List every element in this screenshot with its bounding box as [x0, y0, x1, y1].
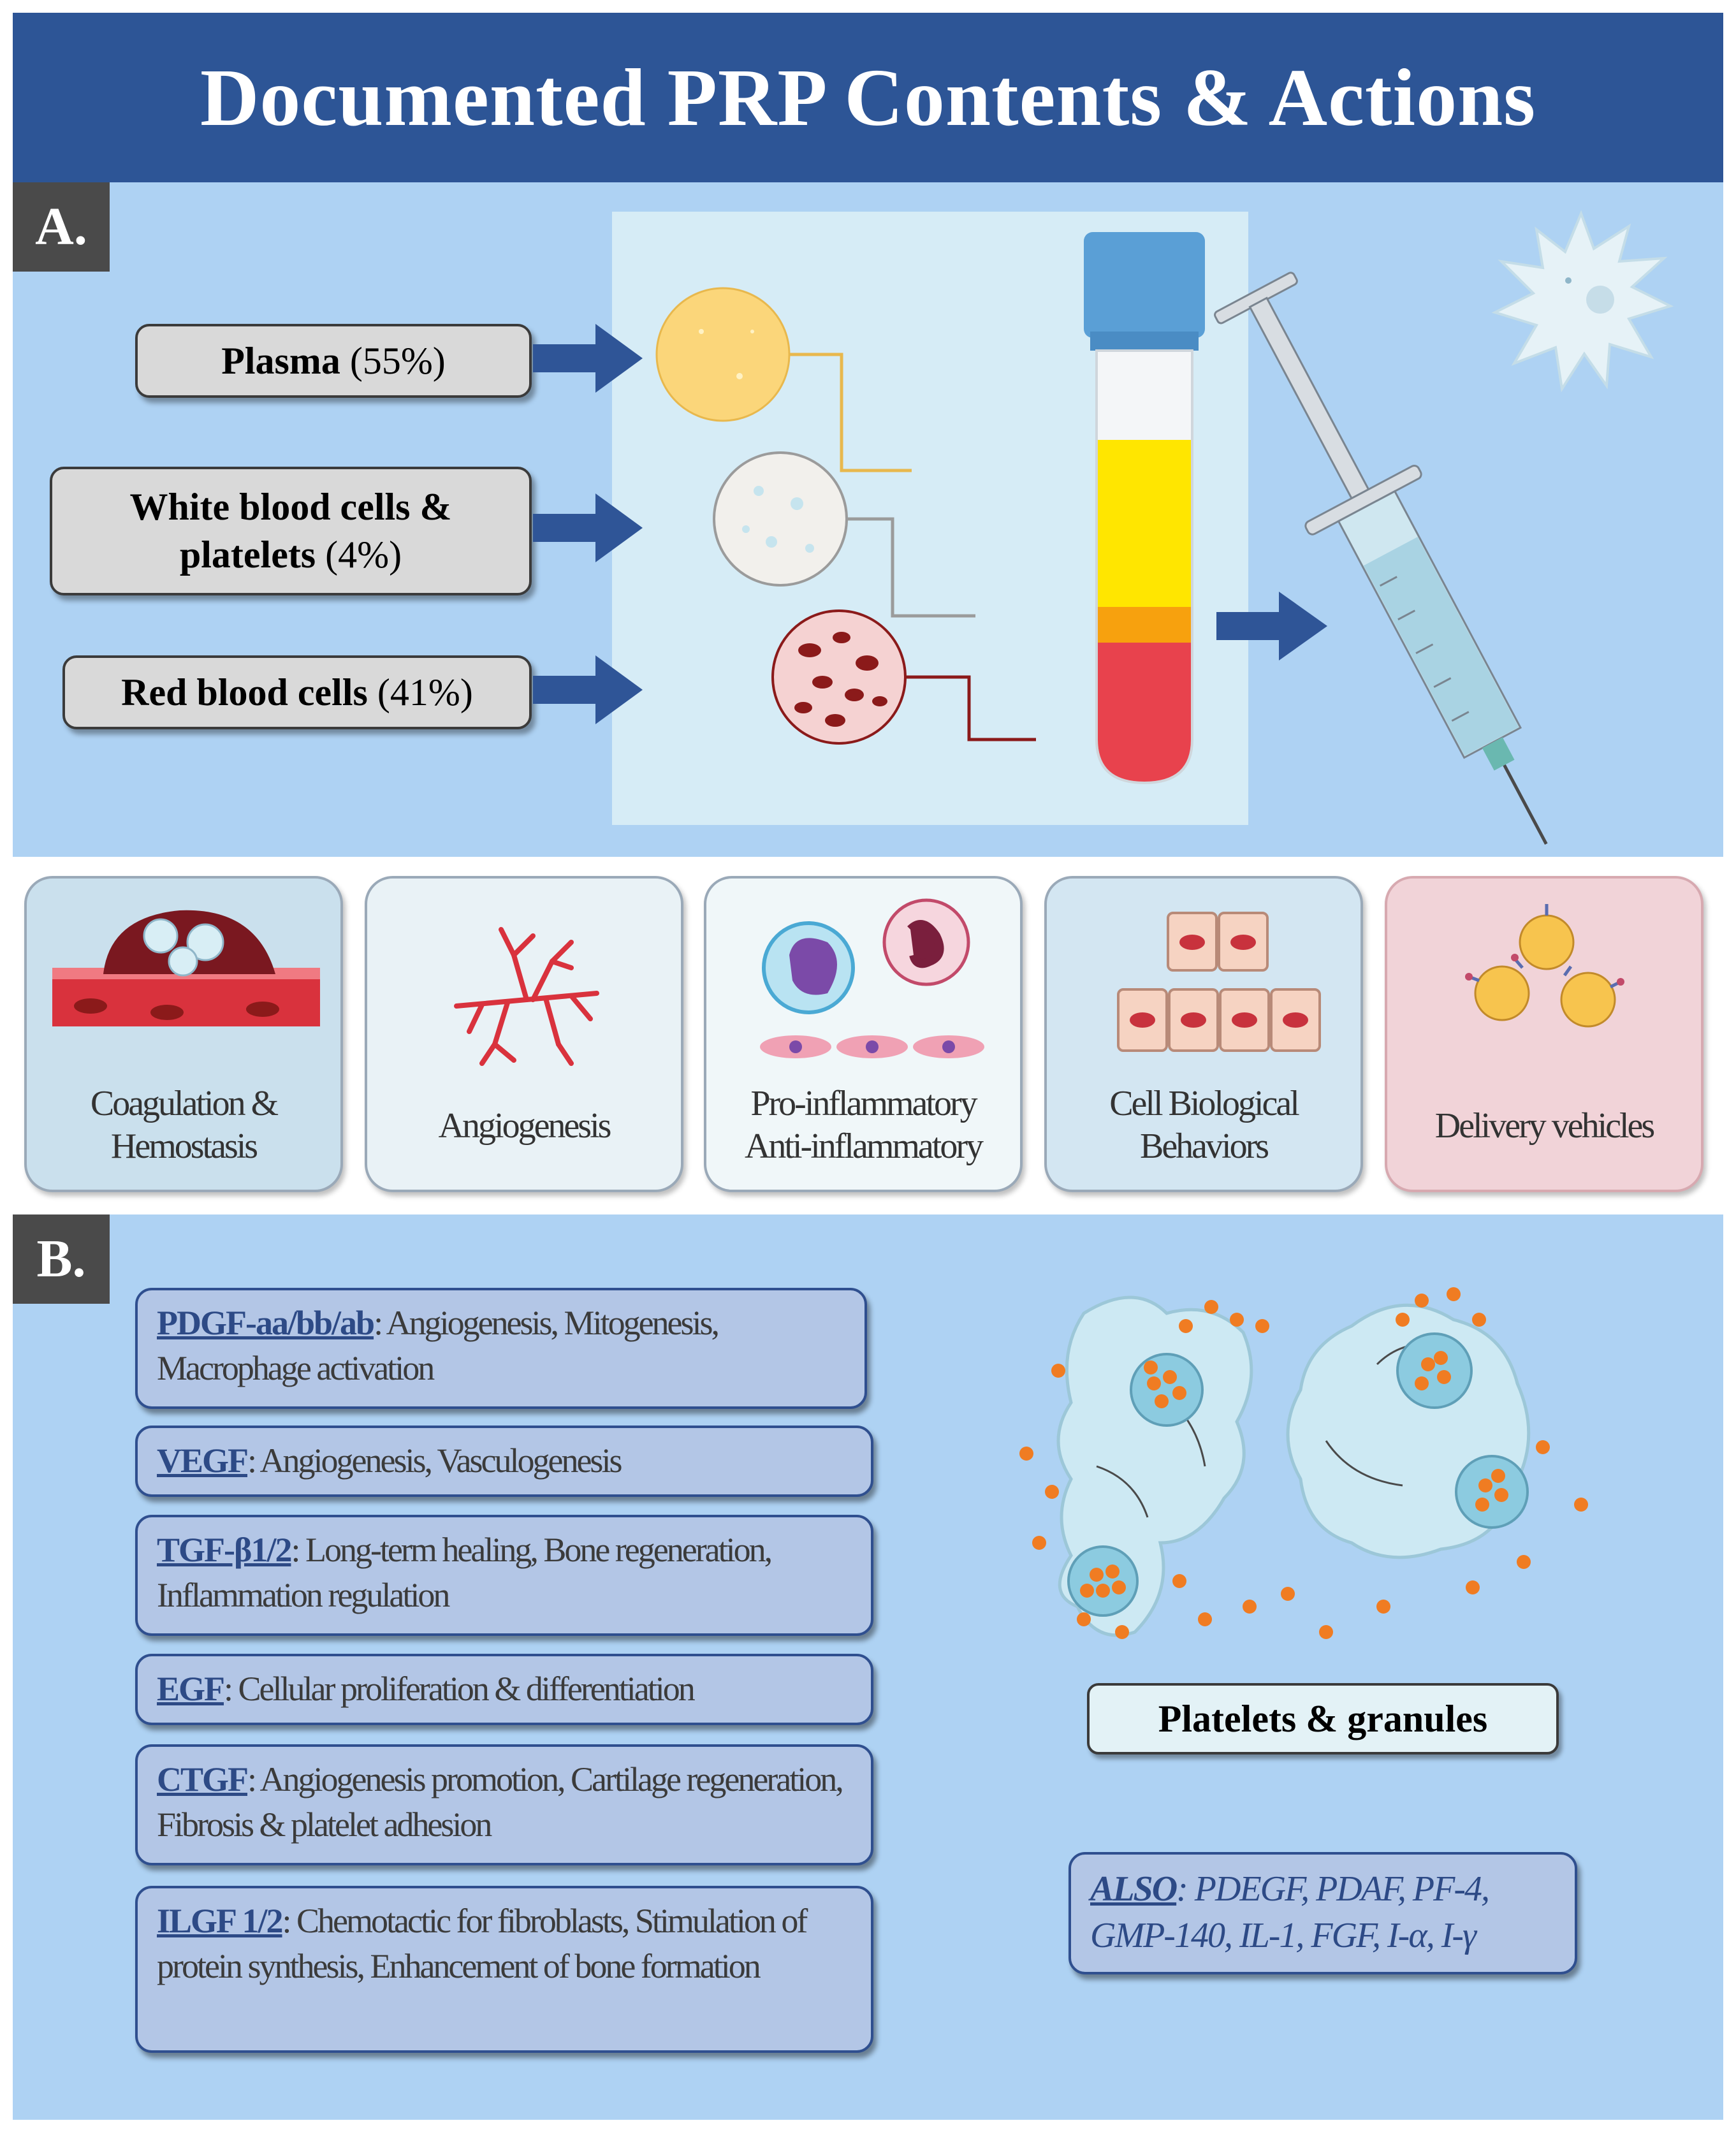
gf-egf-name: EGF	[157, 1670, 225, 1708]
panel-b-tag: B.	[13, 1214, 110, 1304]
card-coagulation-line1: Coagulation &	[90, 1084, 279, 1123]
growth-factor-tgf: TGF-β1/2: Long-term healing, Bone regene…	[135, 1515, 873, 1636]
card-inflammatory-line2: Anti-inflammatory	[744, 1127, 984, 1167]
blood-vessel-icon	[454, 927, 599, 1066]
vesicles-icon	[1465, 904, 1624, 1028]
arrow-wbc	[533, 493, 643, 562]
gf-pdgf-desc: : Angiogenesis, Mitogenesis, Macrophage …	[157, 1304, 720, 1388]
gf-ilgf-name: ILGF 1/2	[157, 1902, 284, 1940]
syringe-icon	[1214, 272, 1548, 845]
also-label: ALSO	[1090, 1869, 1178, 1909]
card-cell-behaviors-line2: Behaviors	[1139, 1127, 1269, 1167]
card-cell-behaviors-line1: Cell Biological	[1109, 1084, 1300, 1123]
growth-factor-ctgf: CTGF: Angiogenesis promotion, Cartilage …	[135, 1744, 873, 1865]
gf-vegf-name: VEGF	[157, 1441, 249, 1480]
gf-pdgf-name: PDGF-aa/bb/ab	[157, 1304, 375, 1342]
arrow-plasma	[533, 324, 643, 393]
header-banner: Documented PRP Contents & Actions	[13, 13, 1723, 182]
platelet-left-icon	[1056, 1295, 1253, 1637]
platelet-right-icon	[1286, 1303, 1531, 1559]
cell-layers-icon	[1117, 912, 1321, 1052]
granules-icon	[1019, 1287, 1588, 1639]
growth-factor-egf: EGF: Cellular proliferation & differenti…	[135, 1654, 873, 1725]
panel-a-tag: A.	[13, 182, 110, 272]
card-coagulation-line2: Hemostasis	[110, 1127, 258, 1167]
rbc-circle-icon	[771, 609, 1036, 745]
gf-egf-desc: : Cellular proliferation & differentiati…	[224, 1670, 696, 1708]
wbc-pct: (4%)	[325, 534, 402, 576]
growth-factor-pdgf: PDGF-aa/bb/ab: Angiogenesis, Mitogenesis…	[135, 1288, 867, 1409]
card-delivery-line1: Delivery vehicles	[1434, 1106, 1655, 1146]
gf-tgf-name: TGF-β1/2	[157, 1531, 292, 1569]
platelets-granules-illustration	[1019, 1287, 1588, 1639]
gf-ilgf-desc: : Chemotactic for fibroblasts, Stimulati…	[157, 1902, 808, 1986]
plasma-label: Plasma (55%)	[135, 324, 532, 398]
rbc-name: Red blood cells	[121, 671, 368, 713]
activated-platelet-icon	[1491, 210, 1674, 393]
panel-a-graphics	[533, 210, 1674, 845]
also-text: : PDEGF, PDAF, PF-4, GMP-140, IL-1, FGF,…	[1090, 1869, 1490, 1955]
growth-factor-ilgf: ILGF 1/2: Chemotactic for fibroblasts, S…	[135, 1886, 873, 2053]
plasma-circle-icon	[655, 287, 912, 472]
wbc-circle-icon	[713, 451, 975, 618]
growth-factor-vegf: VEGF: Angiogenesis, Vasculogenesis	[135, 1426, 873, 1497]
wbc-name-line2: platelets	[179, 534, 316, 576]
platelets-granules-label: Platelets & granules	[1087, 1683, 1559, 1754]
also-box: ALSO: PDEGF, PDAF, PF-4, GMP-140, IL-1, …	[1069, 1852, 1577, 1974]
immune-cells-icon	[760, 898, 984, 1058]
card-coagulation: Coagulation & Hemostasis	[24, 876, 343, 1192]
rbc-label: Red blood cells (41%)	[62, 655, 532, 729]
gf-ctgf-name: CTGF	[157, 1760, 249, 1798]
gf-ctgf-desc: : Angiogenesis promotion, Cartilage rege…	[157, 1760, 844, 1844]
arrow-to-syringe	[1216, 592, 1327, 660]
wbc-platelets-label: White blood cells & platelets (4%)	[50, 467, 532, 595]
plasma-name: Plasma	[221, 339, 340, 382]
gf-vegf-desc: : Angiogenesis, Vasculogenesis	[247, 1441, 622, 1480]
blood-clot-icon	[52, 910, 320, 1026]
test-tube-icon	[1084, 232, 1205, 785]
card-angiogenesis-line1: Angiogenesis	[438, 1106, 612, 1146]
gf-tgf-desc: : Long-term healing, Bone regeneration, …	[157, 1531, 773, 1615]
wbc-name-line1: White blood cells &	[129, 486, 452, 528]
rbc-pct: (41%)	[377, 671, 473, 713]
card-angiogenesis: Angiogenesis	[365, 876, 683, 1192]
card-inflammatory-line1: Pro-inflammatory	[750, 1084, 977, 1123]
card-delivery-vehicles: Delivery vehicles	[1385, 876, 1703, 1192]
arrow-rbc	[533, 655, 643, 724]
plasma-pct: (55%)	[349, 339, 446, 382]
page-title: Documented PRP Contents & Actions	[200, 52, 1536, 143]
